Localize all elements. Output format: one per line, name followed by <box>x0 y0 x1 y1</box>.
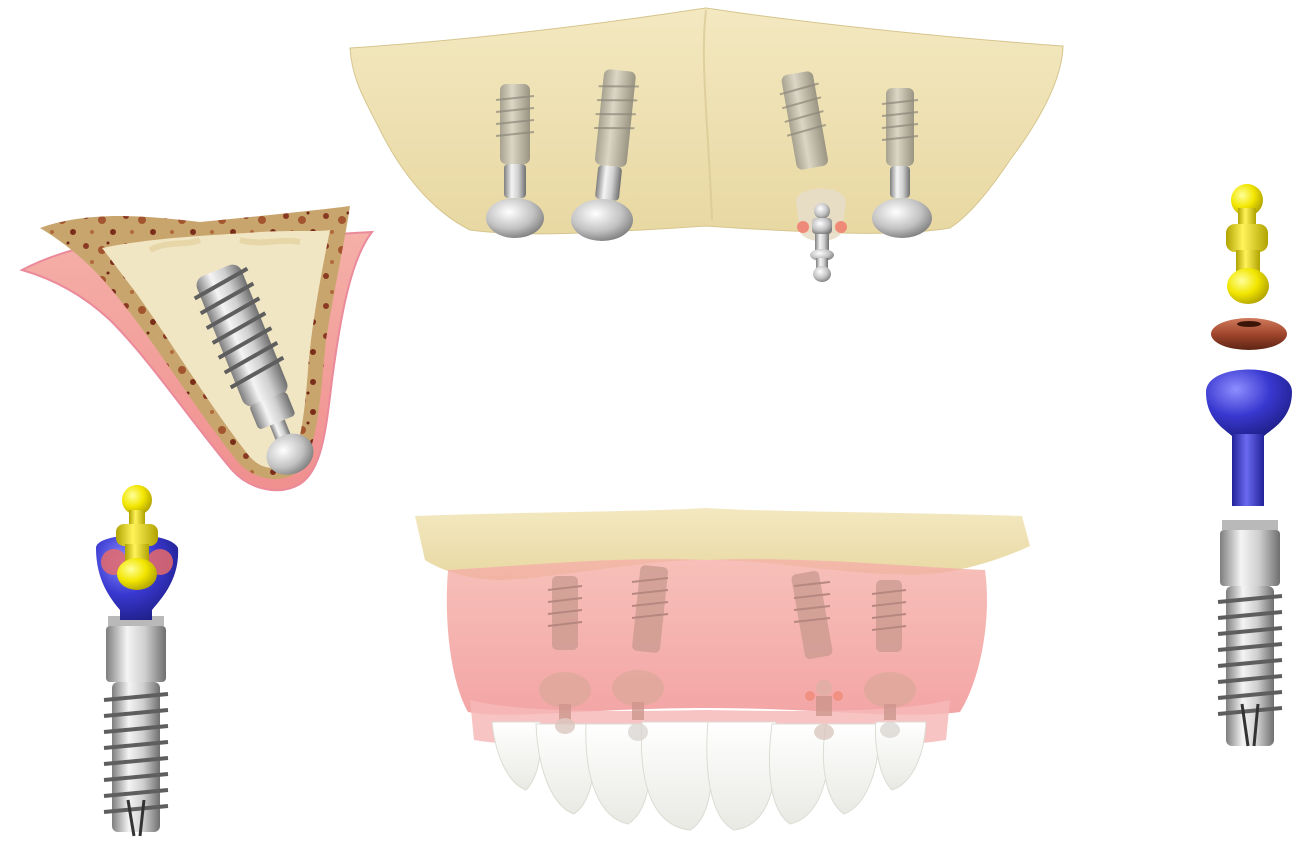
ball-abutment-icon <box>571 199 633 241</box>
bone-cross-section-panel <box>22 206 372 490</box>
ball-abutment-icon <box>872 198 932 238</box>
locator-icon <box>116 485 158 590</box>
tooth-icon <box>707 722 777 830</box>
tooth-icon <box>536 724 594 814</box>
overdenture-panel <box>415 508 1030 830</box>
implant-icon <box>1218 520 1282 746</box>
upper-jaw-implants-panel <box>350 8 1063 282</box>
o-ring-icon <box>1211 318 1287 350</box>
housing-icon <box>1206 370 1292 507</box>
ball-abutment-icon <box>486 198 544 238</box>
exploded-attachment-panel <box>1206 184 1292 746</box>
tooth-icon <box>641 722 712 830</box>
implant-icon <box>104 616 168 836</box>
assembled-attachment-panel <box>96 485 178 836</box>
locator-icon <box>1226 184 1269 304</box>
tooth-icon <box>492 722 541 790</box>
tooth-icon <box>823 724 880 814</box>
teeth-row <box>492 722 926 830</box>
